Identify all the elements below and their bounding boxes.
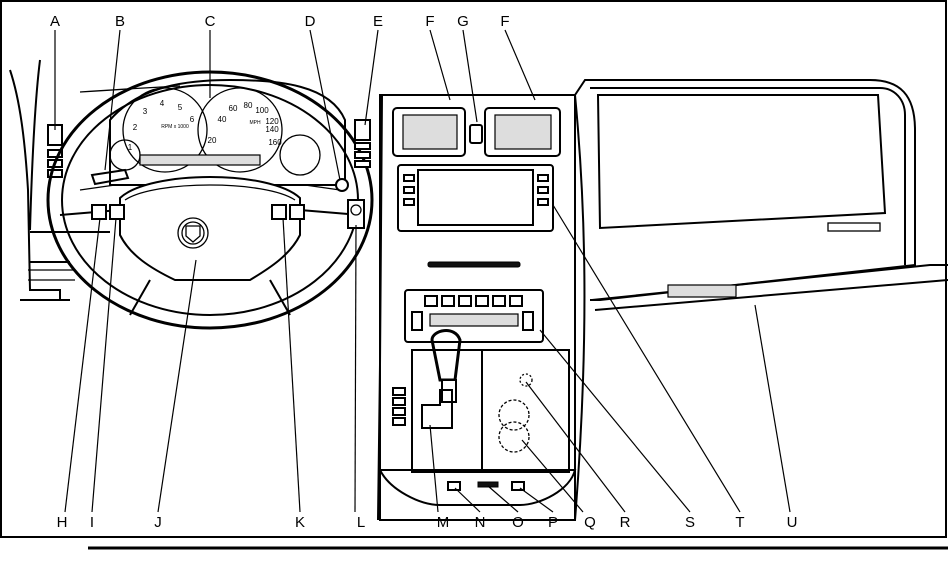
tachometer-gauge — [122, 87, 208, 173]
center-stack — [377, 94, 586, 521]
wheel-button-left-1 — [91, 204, 107, 220]
svg-text:1: 1 — [128, 143, 133, 152]
speedo-numbers: 20 40 60 80 100 120 140 160 MPH — [208, 101, 283, 147]
callout-s: S — [685, 514, 695, 531]
steering-wheel — [46, 70, 374, 330]
bottom-leaders — [64, 204, 791, 513]
callout-r: R — [620, 514, 631, 531]
callout-l: L — [357, 514, 365, 531]
shifter-bezel — [411, 349, 483, 473]
callout-b: B — [115, 13, 125, 30]
svg-text:160: 160 — [268, 138, 282, 147]
svg-text:60: 60 — [229, 104, 238, 113]
top-callouts: A B C D E F G F — [50, 13, 510, 30]
callout-o: O — [512, 514, 524, 531]
svg-text:40: 40 — [218, 115, 227, 124]
diagram-border — [0, 0, 947, 538]
callout-p: P — [548, 514, 558, 531]
callout-n: N — [475, 514, 486, 531]
power-outlet-left — [447, 481, 461, 491]
ignition-key-icon — [335, 178, 349, 192]
svg-text:2: 2 — [133, 123, 138, 132]
callout-k: K — [295, 514, 305, 531]
bottom-callouts: H I J K L M N O P Q R S T U — [57, 514, 798, 531]
passenger-dash — [574, 79, 948, 311]
callout-f-right: F — [500, 13, 509, 30]
cupholder-lid — [481, 349, 570, 473]
glovebox-handle — [667, 284, 737, 298]
callout-g: G — [457, 13, 469, 30]
wheel-button-right-2 — [289, 204, 305, 220]
wheel-button-left-2 — [109, 204, 125, 220]
callout-e: E — [373, 13, 383, 30]
cadillac-crest-icon — [177, 217, 209, 249]
passenger-airbag-panel — [596, 94, 887, 230]
cupholder-2 — [498, 421, 530, 453]
hazard-button — [469, 124, 483, 144]
callout-u: U — [787, 514, 798, 531]
tach-numbers: 1 2 3 4 5 6 RPM x 1000 — [128, 99, 195, 152]
ignition-switch — [347, 199, 365, 229]
top-leaders — [54, 29, 536, 181]
wheel-hub — [119, 176, 301, 281]
callout-q: Q — [584, 514, 596, 531]
callout-i: I — [90, 514, 94, 531]
svg-text:6: 6 — [190, 115, 195, 124]
svg-text:20: 20 — [208, 136, 217, 145]
callout-j: J — [154, 514, 162, 531]
svg-text:RPM x 1000: RPM x 1000 — [161, 124, 189, 130]
svg-text:4: 4 — [160, 99, 165, 108]
svg-text:140: 140 — [265, 125, 279, 134]
callout-c: C — [205, 13, 216, 30]
svg-text:5: 5 — [178, 103, 183, 112]
callout-f-left: F — [425, 13, 434, 30]
cd-slot — [427, 261, 521, 268]
right-of-wheel-controls — [335, 119, 371, 229]
callout-m: M — [437, 514, 450, 531]
callout-d: D — [305, 13, 316, 30]
wheel-button-right-1 — [271, 204, 287, 220]
svg-text:120: 120 — [265, 117, 279, 126]
cupholder-1 — [498, 399, 530, 431]
lid-release — [519, 373, 533, 387]
callout-a: A — [50, 13, 60, 30]
svg-text:100: 100 — [255, 106, 269, 115]
svg-text:80: 80 — [244, 101, 253, 110]
callout-t: T — [735, 514, 744, 531]
svg-text:MPH: MPH — [249, 120, 261, 126]
power-outlet-right — [511, 481, 525, 491]
instrument-cluster: 1 2 3 4 5 6 RPM x 1000 20 40 60 80 100 1… — [109, 78, 346, 186]
shift-gate — [421, 389, 453, 429]
callout-h: H — [57, 514, 68, 531]
svg-text:3: 3 — [143, 107, 148, 116]
console-slot — [477, 481, 499, 488]
